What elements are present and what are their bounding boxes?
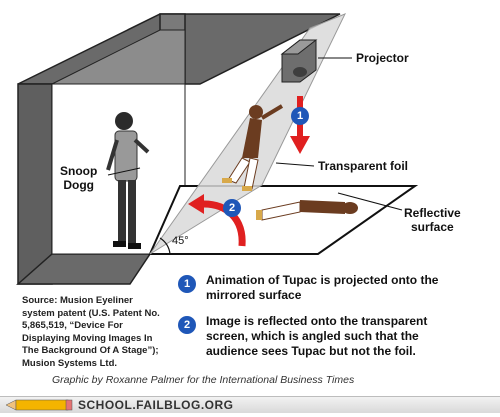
step-1-line2: mirrored surface	[206, 288, 302, 302]
reflective-label-line2: surface	[411, 220, 454, 234]
source-citation: Source: Musion Eyeliner system patent (U…	[22, 295, 172, 370]
step-2-line2: screen, which is angled such that the	[206, 329, 419, 343]
transparent-foil-label: Transparent foil	[318, 159, 409, 173]
source-line3: 5,865,519, “Device For	[22, 320, 123, 331]
performer-figure	[106, 112, 150, 249]
snoop-label-line2: Dogg	[63, 178, 94, 192]
graphic-credit: Graphic by Roxanne Palmer for the Intern…	[52, 374, 355, 386]
projector-device	[280, 39, 318, 83]
reflective-surface-label: Reflective surface	[404, 206, 461, 234]
source-line1: Source: Musion Eyeliner	[22, 295, 133, 306]
hologram-figure	[222, 104, 284, 191]
pencil-icon	[5, 399, 73, 411]
reflective-label-line1: Reflective	[404, 206, 461, 220]
step-2-badge: 2	[178, 316, 196, 334]
source-line6: Musion Systems Ltd.	[22, 357, 118, 369]
step-2-line3: audience sees Tupac but not the foil.	[206, 344, 416, 358]
step-1-text: Animation of Tupac is projected onto the…	[206, 273, 438, 303]
snoop-label-line1: Snoop	[60, 164, 98, 178]
footer-site-name[interactable]: SCHOOL.FAILBLOG.ORG	[78, 398, 234, 412]
angle-label: 45°	[172, 235, 189, 247]
inner-ceiling	[51, 29, 186, 85]
step-2-line1: Image is reflected onto the transparent	[206, 314, 428, 328]
angle-arc	[159, 237, 171, 255]
source-line5: The Background Of A Stage”);	[22, 345, 159, 356]
reflected-image	[256, 200, 358, 221]
room-left-wall	[17, 83, 53, 285]
source-line2: system patent (U.S. Patent No.	[22, 307, 160, 319]
step-2-text: Image is reflected onto the transparent …	[206, 314, 427, 359]
source-line4: Displaying Moving Images In	[22, 332, 153, 344]
site-footer: SCHOOL.FAILBLOG.ORG	[0, 396, 500, 413]
snoop-dogg-label: Snoop Dogg	[60, 164, 97, 192]
step-2-badge-diagram: 2	[223, 199, 241, 217]
step-1-badge: 1	[178, 275, 196, 293]
step-1-badge-diagram: 1	[291, 107, 309, 125]
projector-label: Projector	[356, 51, 409, 65]
step-1-line1: Animation of Tupac is projected onto the	[206, 273, 439, 287]
